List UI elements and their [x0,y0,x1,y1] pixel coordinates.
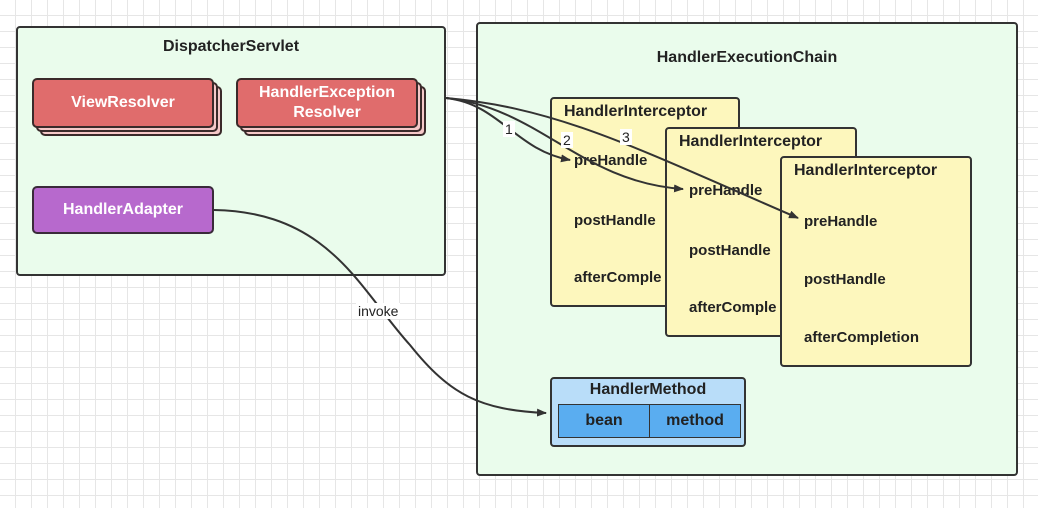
handler-interceptor-3[interactable]: HandlerInterceptor preHandle postHandle … [780,156,972,367]
interceptor-2-posthandle: postHandle [689,242,771,259]
edge-label-step-3: 3 [620,129,632,145]
interceptor-3-posthandle: postHandle [804,271,886,288]
handler-method-bean-cell: bean [558,404,650,438]
edge-label-invoke: invoke [356,303,401,319]
handler-exception-resolver-label: HandlerException Resolver [236,78,418,128]
handler-method-method-cell: method [649,404,741,438]
interceptor-1-aftercompletion: afterComple [574,269,662,286]
interceptor-2-prehandle: preHandle [689,182,763,199]
interceptor-1-posthandle: postHandle [574,212,656,229]
handler-method-node[interactable]: HandlerMethod bean method [550,377,746,447]
handler-adapter-node[interactable]: HandlerAdapter [32,186,214,234]
interceptor-1-title: HandlerInterceptor [564,103,708,120]
handler-execution-chain-title: HandlerExecutionChain [656,49,838,66]
handler-exception-resolver-line2: Resolver [293,104,361,121]
handler-exception-resolver-node[interactable]: HandlerException Resolver [236,78,428,138]
interceptor-2-aftercompletion: afterComple [689,299,777,316]
view-resolver-node[interactable]: ViewResolver [32,78,224,138]
handler-method-title: HandlerMethod [589,381,707,398]
handler-exception-resolver-line1: HandlerException [258,84,396,101]
dispatcher-servlet-panel: DispatcherServlet [16,26,446,276]
interceptor-3-title: HandlerInterceptor [794,162,938,179]
edge-label-step-2: 2 [561,132,573,148]
interceptor-3-prehandle: preHandle [804,213,878,230]
edge-label-step-1: 1 [503,121,515,137]
view-resolver-label: ViewResolver [32,78,214,128]
interceptor-1-prehandle: preHandle [574,152,648,169]
interceptor-3-aftercompletion: afterCompletion [804,329,920,346]
interceptor-2-title: HandlerInterceptor [679,133,823,150]
dispatcher-servlet-title: DispatcherServlet [162,38,300,55]
